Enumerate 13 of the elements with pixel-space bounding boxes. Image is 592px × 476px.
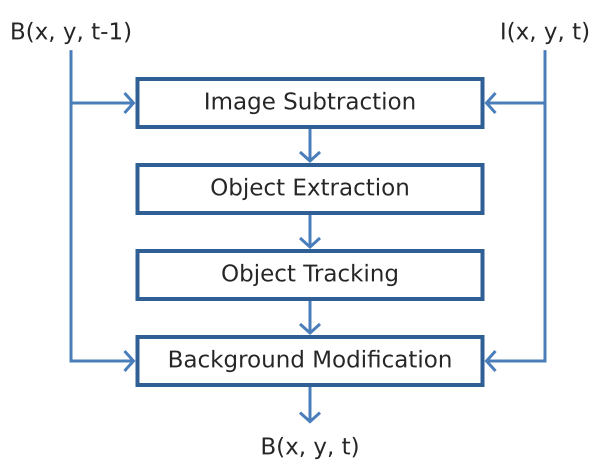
arrow bbox=[299, 215, 321, 249]
signal-label: B(x, y, t) bbox=[262, 436, 358, 460]
process-box: Background Modification bbox=[136, 334, 484, 387]
arrow bbox=[299, 129, 321, 163]
arrow bbox=[299, 386, 321, 424]
arrow bbox=[70, 50, 136, 372]
process-box: Object Tracking bbox=[136, 249, 484, 301]
process-box: Object Extraction bbox=[136, 163, 484, 215]
arrow bbox=[484, 50, 546, 372]
signal-label: B(x, y, t-1) bbox=[12, 22, 130, 44]
arrow bbox=[299, 300, 321, 335]
process-box: Image Subtraction bbox=[136, 77, 484, 129]
signal-label: I(x, y, t) bbox=[502, 22, 588, 44]
